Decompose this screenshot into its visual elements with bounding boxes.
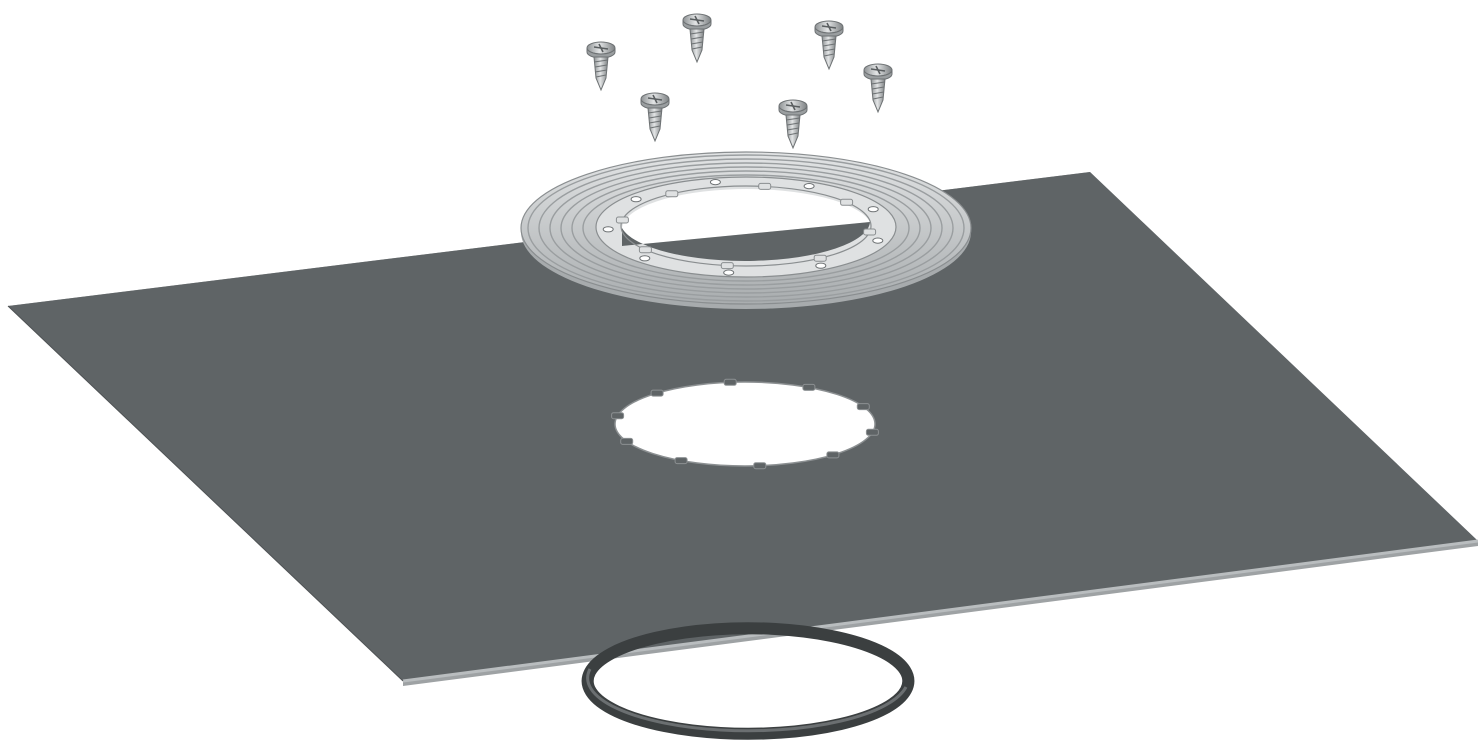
ring-tab: [639, 247, 651, 253]
ring-tab: [864, 229, 876, 235]
cutout-tab: [803, 384, 815, 390]
bolt-hole: [873, 238, 883, 243]
screw: [683, 14, 711, 62]
screw: [815, 21, 843, 69]
bolt-hole: [868, 207, 878, 212]
cutout-tab: [651, 390, 663, 396]
cutout-tab: [612, 413, 624, 419]
screws: [587, 14, 892, 148]
screw: [779, 100, 807, 148]
bolt-hole: [724, 270, 734, 275]
cutout-tab: [857, 404, 869, 410]
bolt-hole: [631, 197, 641, 202]
bolt-hole: [603, 227, 613, 232]
screw: [864, 64, 892, 112]
bolt-hole: [710, 180, 720, 185]
ring-tab: [841, 199, 853, 205]
bolt-hole: [804, 184, 814, 189]
flange-clamp-ring: [521, 152, 971, 309]
ring-tab: [814, 255, 826, 261]
bolt-hole: [816, 263, 826, 268]
bolt-hole: [640, 256, 650, 261]
cutout-tab: [866, 429, 878, 435]
ring-tab: [721, 263, 733, 269]
cutout-tab: [621, 438, 633, 444]
cutout-tab: [675, 458, 687, 464]
cutout-tab: [724, 379, 736, 385]
screw: [641, 93, 669, 141]
ring-tab: [759, 183, 771, 189]
cutout-tab: [827, 452, 839, 458]
cutout-tab: [754, 463, 766, 469]
screw: [587, 42, 615, 90]
ring-tab: [666, 191, 678, 197]
ring-tab: [616, 217, 628, 223]
